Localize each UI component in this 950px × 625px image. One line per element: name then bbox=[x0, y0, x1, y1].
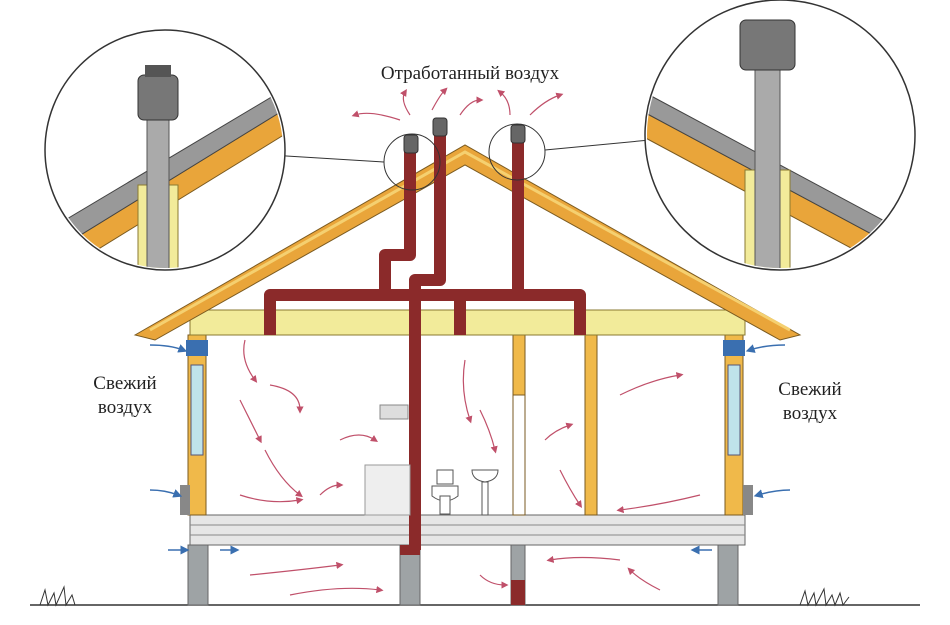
left-wall bbox=[180, 334, 208, 516]
kitchen-hood bbox=[379, 404, 409, 420]
fresh-air-arrows bbox=[149, 344, 791, 555]
stove bbox=[364, 464, 411, 516]
grass-left-icon bbox=[39, 585, 76, 607]
fresh-air-right-line1: Свежий bbox=[778, 379, 842, 400]
exhaust-air-label: Отработанный воздух bbox=[380, 63, 560, 84]
grass-right-icon bbox=[799, 587, 850, 607]
sink-icon bbox=[471, 469, 499, 516]
duct-floor-outlet bbox=[400, 545, 420, 555]
exhaust-ducts bbox=[264, 130, 586, 550]
detail-leader-right bbox=[544, 139, 651, 151]
right-vent bbox=[743, 485, 753, 515]
toilet-icon bbox=[431, 469, 459, 515]
left-window bbox=[190, 364, 204, 456]
bathroom-wall bbox=[512, 334, 526, 516]
partition-wall bbox=[584, 334, 598, 516]
foundation-posts bbox=[187, 544, 739, 606]
left-air-inlet bbox=[186, 340, 208, 356]
left-vent bbox=[180, 485, 190, 515]
fresh-air-left-line1: Свежий bbox=[93, 373, 157, 394]
fresh-air-label-right: Свежий воздух bbox=[755, 378, 865, 426]
right-air-inlet bbox=[723, 340, 745, 356]
ceiling-beam bbox=[189, 309, 746, 336]
detail-right-roof-vent bbox=[644, 0, 916, 271]
roof-deflectors bbox=[403, 117, 526, 154]
fresh-air-right-line2: воздух bbox=[782, 403, 838, 424]
detail-left-roof-vent bbox=[44, 29, 286, 271]
floor bbox=[189, 514, 746, 546]
detail-marker-right bbox=[488, 123, 546, 181]
right-window bbox=[727, 364, 741, 456]
fresh-air-left-line2: воздух bbox=[97, 397, 153, 418]
right-wall bbox=[723, 334, 753, 516]
fresh-air-label-left: Свежий воздух bbox=[60, 372, 190, 420]
floor-inlet-duct bbox=[511, 580, 525, 605]
roof bbox=[133, 144, 802, 341]
detail-leader-left bbox=[269, 154, 385, 163]
airflow-arrows bbox=[239, 87, 701, 596]
